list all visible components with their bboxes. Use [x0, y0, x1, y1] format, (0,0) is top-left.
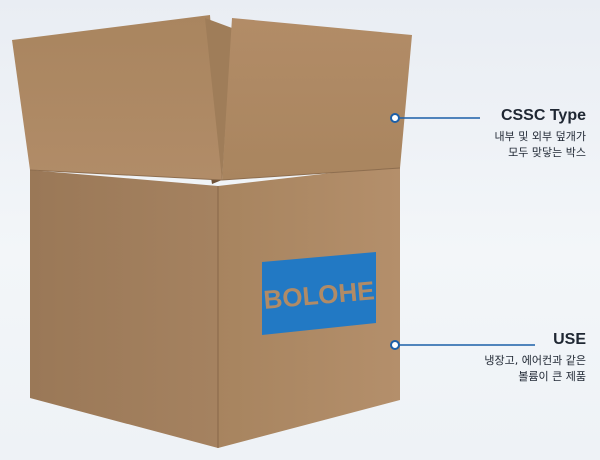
cardboard-box: BOLOHE	[12, 15, 412, 448]
callout-title: USE	[553, 331, 586, 348]
box-flap-left-inner	[205, 18, 232, 180]
callout-line-type	[390, 113, 480, 123]
callout-description-line: 냉장고, 에어컨과 같은	[484, 354, 586, 367]
callout-description-line: 볼륨이 큰 제품	[518, 370, 586, 383]
callout-description-line: 내부 및 외부 덮개가	[494, 130, 586, 143]
box-flap-right	[222, 18, 412, 180]
callout-description: 내부 및 외부 덮개가 모두 맞닿는 박스	[495, 129, 586, 161]
callout-description-line: 모두 맞닿는 박스	[508, 146, 586, 159]
callout-use: USE 냉장고, 에어컨과 같은 볼륨이 큰 제품	[484, 331, 586, 385]
box-flap-left	[12, 15, 222, 180]
brand-logo: BOLOHE	[262, 252, 376, 335]
callout-description: 냉장고, 에어컨과 같은 볼륨이 큰 제품	[484, 353, 586, 385]
callout-title: CSSC Type	[500, 107, 586, 124]
box-left-side	[30, 170, 218, 448]
callout-box-type: CSSC Type 내부 및 외부 덮개가 모두 맞닿는 박스	[495, 107, 586, 161]
callout-line-use	[390, 340, 535, 350]
